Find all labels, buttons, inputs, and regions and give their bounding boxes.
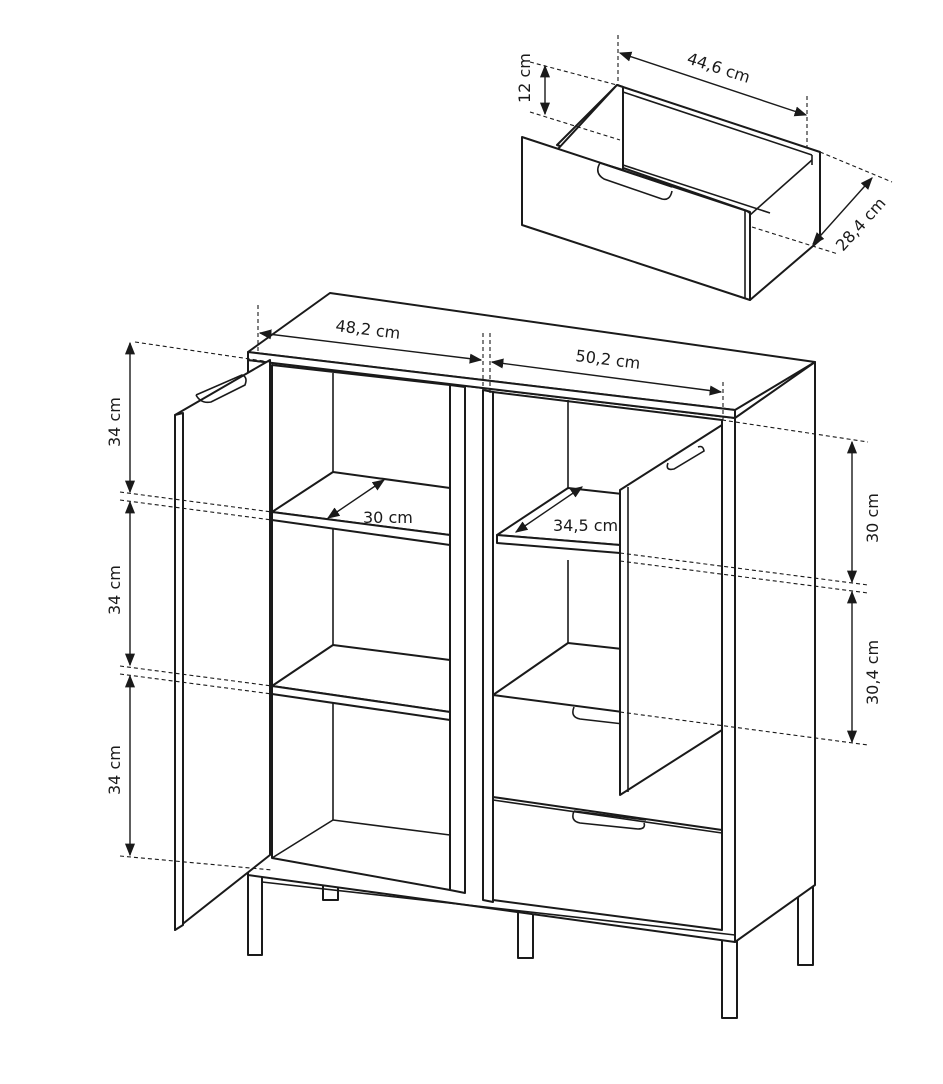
right-shelf-depth-label: 34,5 cm <box>553 516 618 535</box>
cabinet-illustration <box>119 292 869 1019</box>
drawer-depth-label: 28,4 cm <box>832 194 890 255</box>
left-height-label-middle: 34 cm <box>105 565 124 615</box>
left-height-label-bottom: 34 cm <box>105 745 124 795</box>
right-upper-height-label: 30 cm <box>863 493 882 543</box>
left-height-label-top: 34 cm <box>105 397 124 447</box>
drawer-height-label: 12 cm <box>515 53 534 103</box>
left-shelf-depth-label: 30 cm <box>363 508 413 527</box>
drawer-width-label: 44,6 cm <box>685 49 753 87</box>
drawer-illustration <box>521 35 893 301</box>
right-lower-height-label: 30,4 cm <box>863 640 882 705</box>
